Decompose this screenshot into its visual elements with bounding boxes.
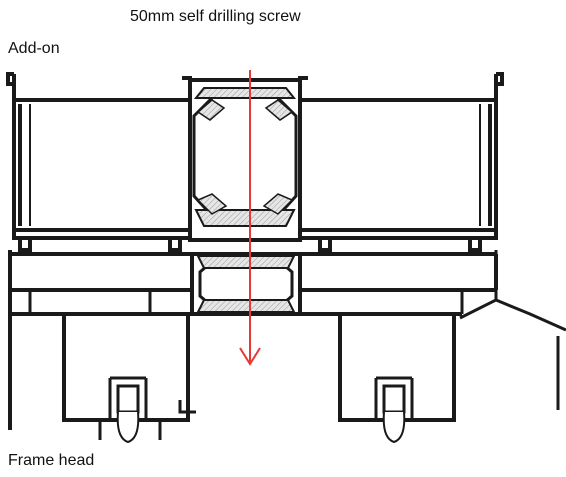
mullion-lower [186,252,302,420]
screw-arrow [239,70,261,366]
add-on-label: Add-on [8,40,60,57]
bottom-gaskets [116,411,406,444]
frame-head-label: Frame head [8,452,95,469]
screw-label: 50mm self drilling screw [130,8,301,25]
mullion-upper [188,78,302,242]
adjacent-wall-profile [459,250,566,410]
add-on-profile [6,72,504,252]
